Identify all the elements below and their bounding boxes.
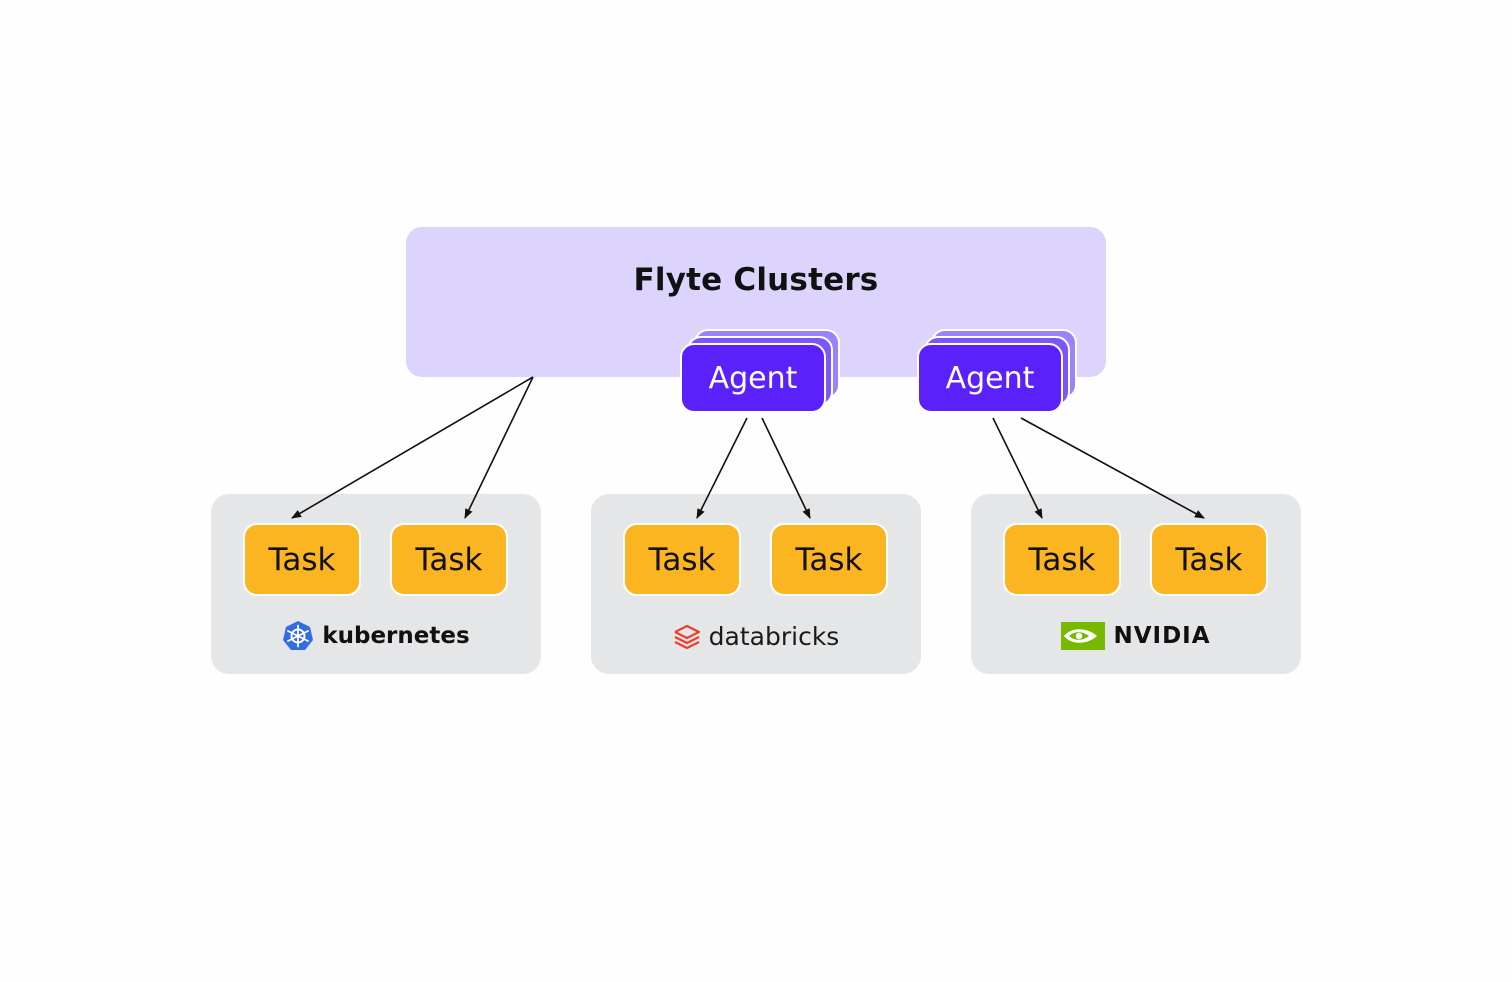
nvidia-logo: NVIDIA [971, 618, 1301, 654]
nvidia-eye-icon [1061, 622, 1106, 650]
task-node: Task [1003, 523, 1121, 596]
databricks-wordmark: databricks [708, 621, 840, 651]
kubernetes-logo: kubernetes [211, 618, 541, 654]
agent-node: Agent [680, 343, 826, 413]
agent-stack-databricks: Agent [680, 329, 842, 421]
databricks-layers-icon [674, 624, 700, 650]
provider-box-nvidia: Task Task NVIDIA [971, 494, 1301, 674]
agent-node: Agent [917, 343, 1063, 413]
agent-stack-nvidia: Agent [917, 329, 1079, 421]
task-node: Task [770, 523, 888, 596]
provider-box-databricks: Task Task databricks [591, 494, 921, 674]
task-node: Task [390, 523, 508, 596]
task-node: Task [1150, 523, 1268, 596]
kubernetes-helm-icon [283, 621, 314, 650]
nvidia-wordmark: NVIDIA [1113, 623, 1211, 649]
task-node: Task [623, 523, 741, 596]
task-node: Task [243, 523, 361, 596]
kubernetes-wordmark: kubernetes [322, 623, 470, 649]
databricks-logo: databricks [591, 618, 921, 654]
provider-box-kubernetes: Task Task kubernetes [211, 494, 541, 674]
flyte-clusters-title: Flyte Clusters [633, 262, 879, 298]
